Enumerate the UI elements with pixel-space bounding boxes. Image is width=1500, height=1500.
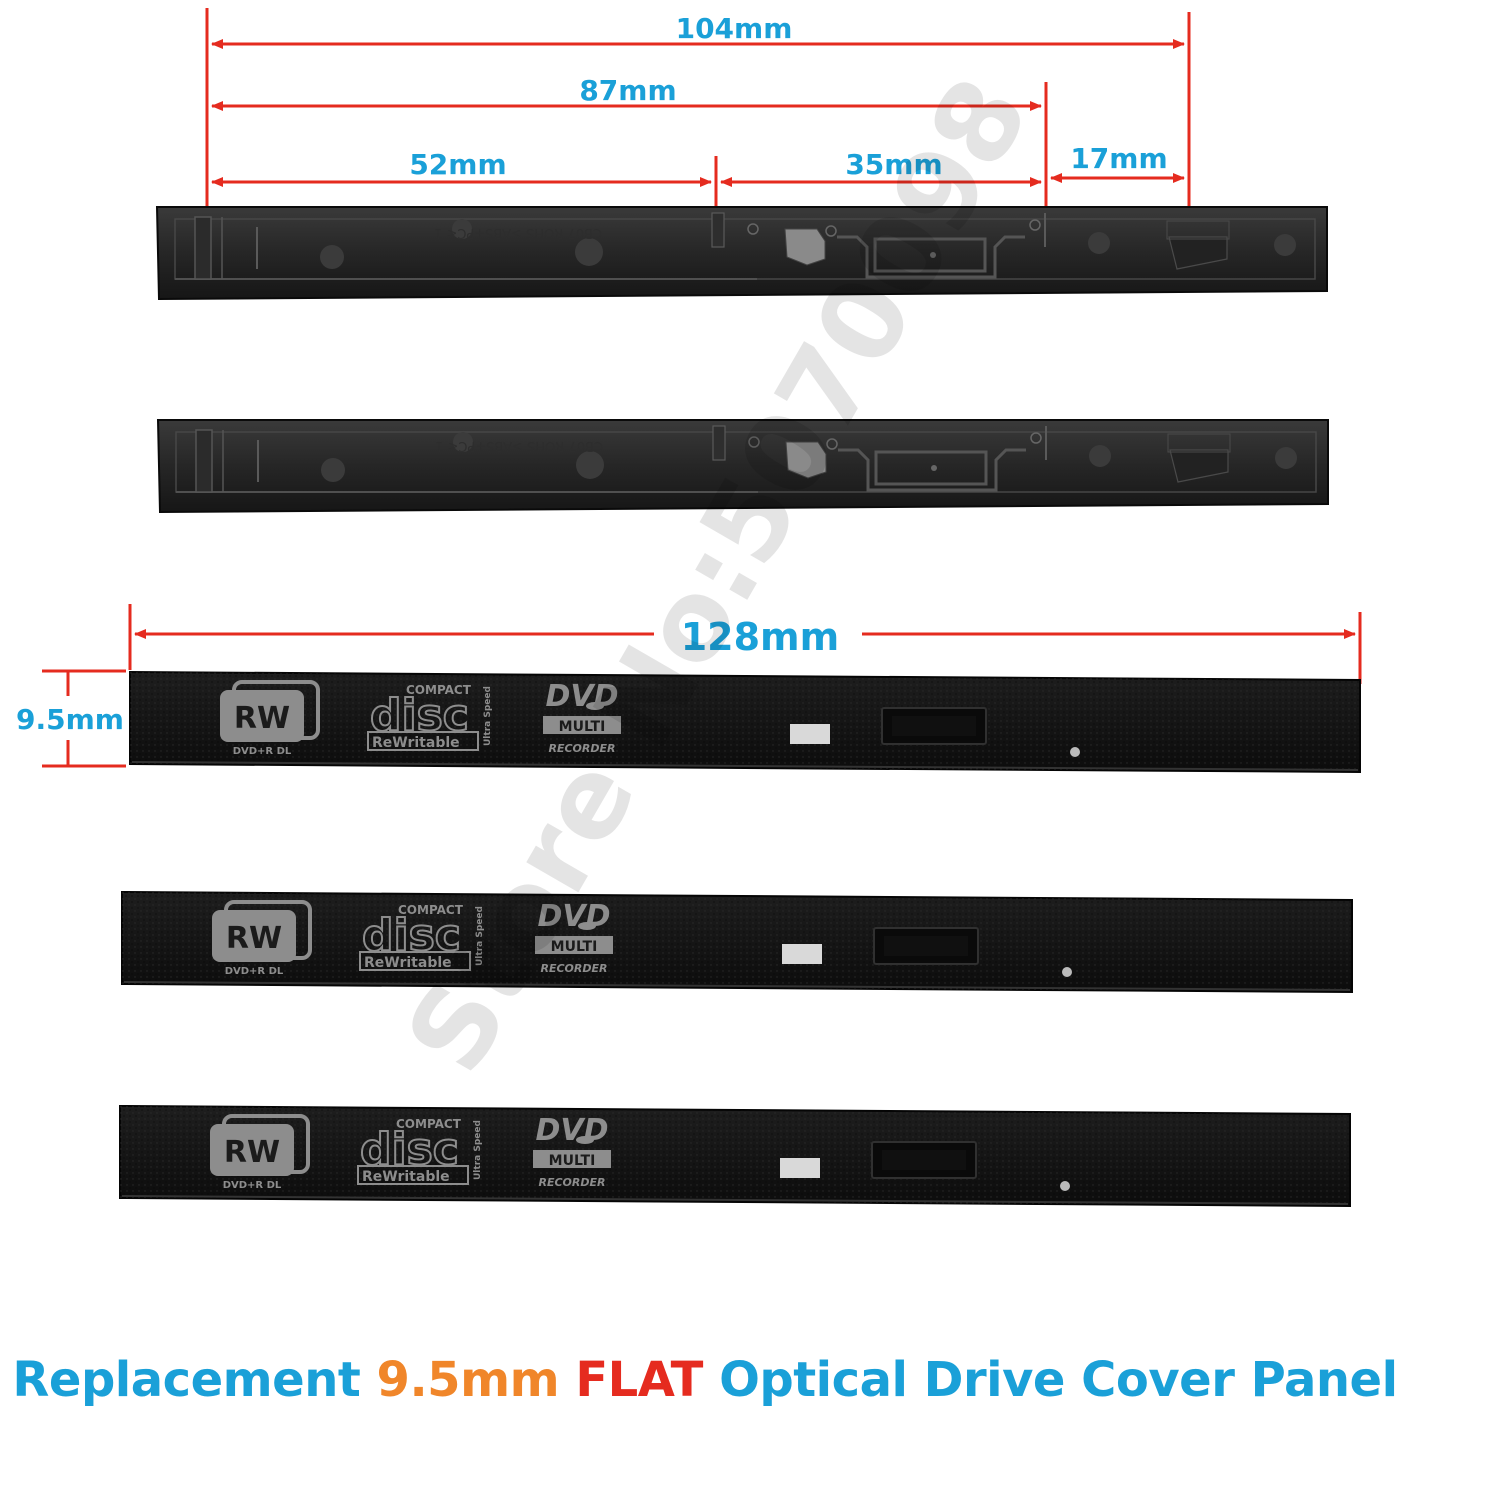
rw-logo: RW xyxy=(224,1135,280,1170)
dim-35mm: 35mm xyxy=(845,148,942,181)
compact-label: COMPACT xyxy=(396,1117,462,1131)
multi-label: MULTI xyxy=(559,719,606,735)
compact-label: COMPACT xyxy=(398,903,464,917)
dvd-logo: DVD xyxy=(545,679,618,714)
dim-104mm: 104mm xyxy=(676,12,793,45)
dvd-logo: DVD xyxy=(535,1113,608,1148)
compact-label: COMPACT xyxy=(406,683,472,697)
back-dimension-lines xyxy=(205,8,1191,240)
rw-sublabel: DVD+R DL xyxy=(225,966,284,977)
caption-part-thickness: 9.5mm xyxy=(376,1352,560,1408)
disc-logo: disc xyxy=(362,910,461,961)
caption-part-description: Optical Drive Cover Panel xyxy=(702,1352,1398,1408)
recorder-label: RECORDER xyxy=(549,742,616,755)
front-panel-1: RW DVD+R DL COMPACT disc ReWritable Ultr… xyxy=(128,670,1362,774)
molded-marking: CB07 ROHS >ABS+PC< 1 xyxy=(434,225,602,240)
disc-logo: disc xyxy=(370,690,469,741)
back-panel-1: CB07 ROHS >ABS+PC< 1 xyxy=(155,205,1329,301)
front-dimension-lines xyxy=(42,604,1362,768)
rewritable-label: ReWritable xyxy=(364,955,452,971)
caption-part-flat: FLAT xyxy=(559,1352,703,1408)
dim-87mm: 87mm xyxy=(579,74,676,107)
disc-logo: disc xyxy=(360,1124,459,1175)
recorder-label: RECORDER xyxy=(541,962,608,975)
recorder-label: RECORDER xyxy=(539,1176,606,1189)
rw-sublabel: DVD+R DL xyxy=(233,746,292,757)
front-panel-3: RW DVD+R DL COMPACT disc ReWritable Ultr… xyxy=(118,1104,1352,1208)
rw-logo: RW xyxy=(234,701,290,736)
dim-52mm: 52mm xyxy=(409,148,506,181)
ultra-speed-label: Ultra Speed xyxy=(475,906,485,966)
multi-label: MULTI xyxy=(549,1153,596,1169)
rw-sublabel: DVD+R DL xyxy=(223,1180,282,1191)
ultra-speed-label: Ultra Speed xyxy=(473,1120,483,1180)
dim-128mm: 128mm xyxy=(681,615,840,659)
rewritable-label: ReWritable xyxy=(362,1169,450,1185)
molded-marking: CB07 ROHS >ABS+PC< 1 xyxy=(435,438,603,453)
product-caption: Replacement 9.5mm FLAT Optical Drive Cov… xyxy=(0,1352,1410,1408)
ultra-speed-label: Ultra Speed xyxy=(483,686,493,746)
dim-9-5mm: 9.5mm xyxy=(16,703,124,736)
back-panel-2: CB07 ROHS >ABS+PC< 1 xyxy=(156,418,1330,514)
rewritable-label: ReWritable xyxy=(372,735,460,751)
dim-17mm: 17mm xyxy=(1070,142,1167,175)
front-panel-2: RW DVD+R DL COMPACT disc ReWritable Ultr… xyxy=(120,890,1354,994)
dvd-logo: DVD xyxy=(537,899,610,934)
multi-label: MULTI xyxy=(551,939,598,955)
rw-logo: RW xyxy=(226,921,282,956)
caption-part-replacement: Replacement xyxy=(12,1352,377,1408)
